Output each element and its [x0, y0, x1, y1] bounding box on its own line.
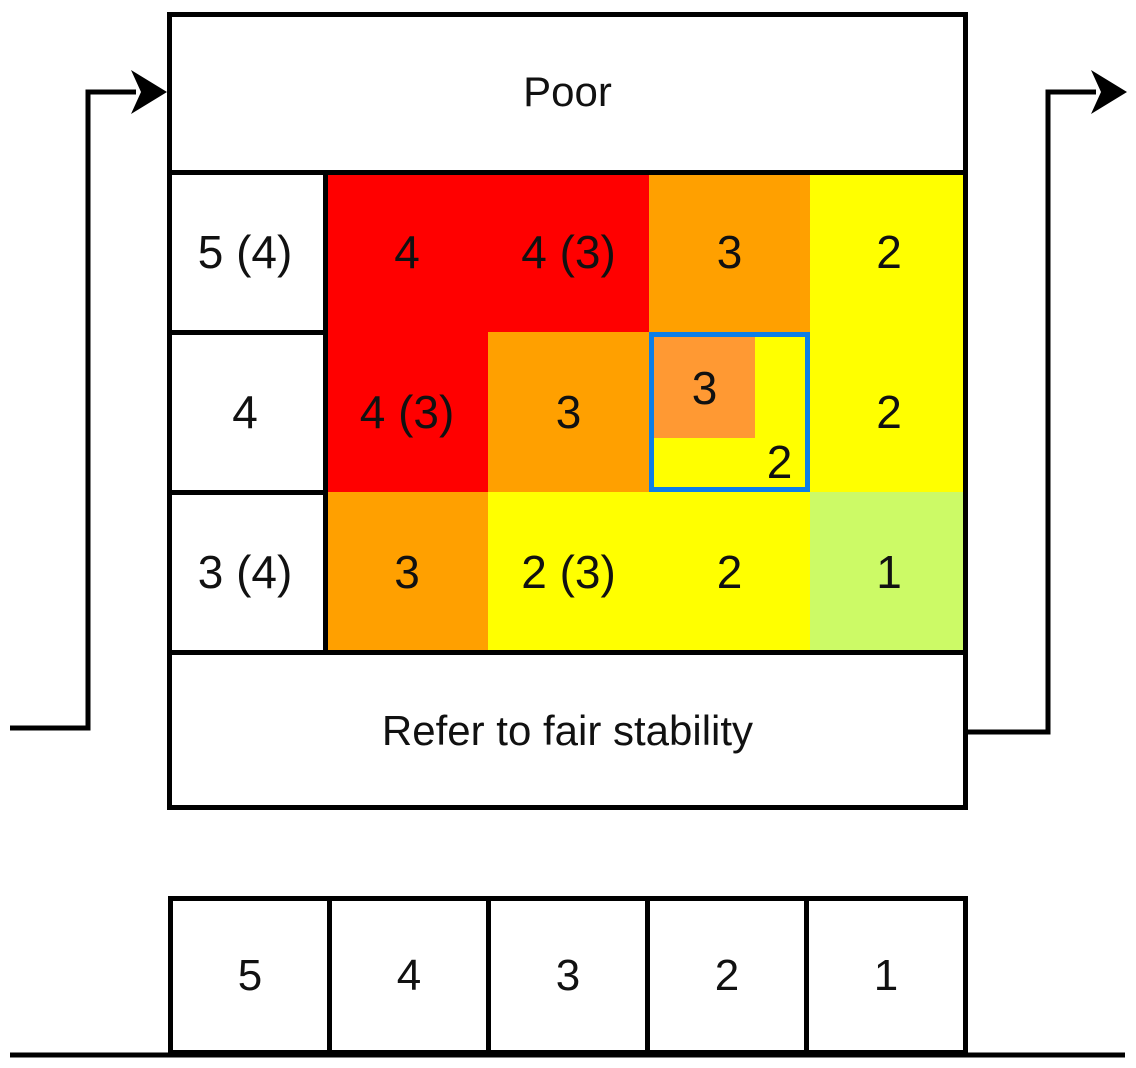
scale-box-4: 4: [332, 901, 491, 1050]
yellow-region-r2c4: [810, 332, 968, 492]
red-region-row2: [326, 332, 488, 492]
cell-r3c3: 2: [716, 546, 743, 598]
orange-region-r2c2: [488, 332, 649, 492]
orange-region-r3c1: [326, 492, 488, 652]
highlight-cell: 3 2: [649, 332, 810, 492]
cell-r3c4: 1: [876, 546, 902, 598]
bottom-box-label: Refer to fair stability: [381, 707, 754, 754]
yellow-region-row3: [488, 492, 810, 652]
yellow-region-r1c4: [810, 172, 968, 332]
row-header-2: 4: [232, 386, 258, 438]
cell-r3c1: 3: [394, 546, 420, 598]
row-header-column-line: [323, 170, 328, 655]
highlight-cell-inner-region: 3: [654, 337, 755, 438]
cell-r2c1: 4 (3): [359, 386, 455, 438]
left-feedback-arrow-line: [10, 89, 136, 731]
row-header-divider-2: [167, 490, 328, 495]
red-region-row1: [326, 172, 649, 332]
scale-row: 5 4 3 2 1: [168, 896, 968, 1055]
cell-r1c3: 3: [716, 226, 743, 278]
scale-box-5: 5: [173, 901, 332, 1050]
cell-r2c2: 3: [555, 386, 582, 438]
green-region-r3c4: [810, 492, 968, 652]
highlight-cell-outer-label: 2: [766, 436, 793, 488]
cell-r1c4: 2: [876, 226, 902, 278]
scale-box-1: 1: [873, 950, 899, 1000]
left-arrowhead-icon: [131, 70, 167, 114]
row-header-3: 3 (4): [197, 546, 293, 598]
cell-r1c1: 4: [394, 226, 420, 278]
top-box-label: Poor: [523, 68, 612, 115]
right-arrowhead-icon: [1091, 70, 1127, 114]
cell-r3c2: 2 (3): [521, 546, 616, 598]
orange-region-r1c3: [649, 172, 810, 332]
row-header-1: 5 (4): [197, 226, 293, 278]
scale-box-2: 2: [650, 901, 809, 1050]
right-feedback-arrow-line: [968, 89, 1096, 735]
cell-r2c4: 2: [876, 386, 902, 438]
row-header-divider-1: [167, 330, 328, 335]
scale-box-3: 3: [491, 901, 650, 1050]
header-divider-line: [167, 170, 968, 175]
footer-divider-line: [167, 650, 968, 655]
cell-r1c2: 4 (3): [521, 226, 616, 278]
